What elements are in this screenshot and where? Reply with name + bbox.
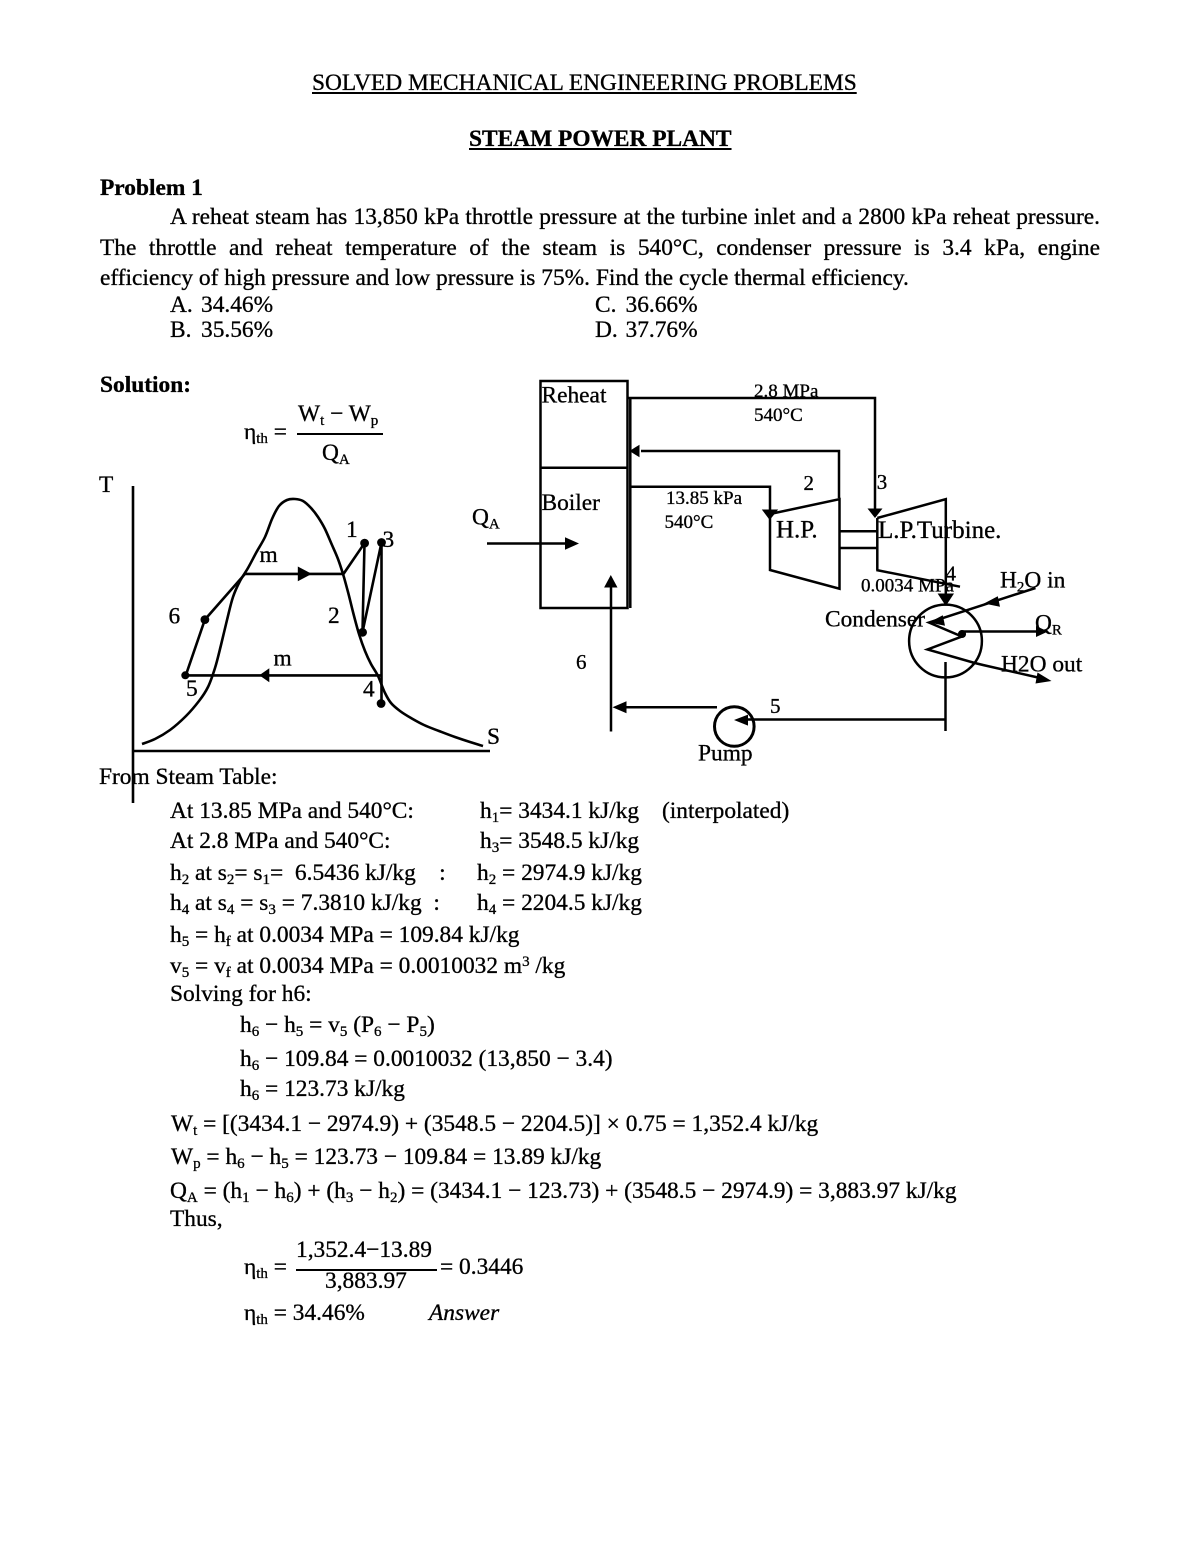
svg-text:6: 6 [576, 650, 587, 674]
svg-text:4: 4 [946, 562, 957, 586]
svg-text:540°C: 540°C [665, 512, 714, 533]
svg-text:Reheat: Reheat [542, 383, 607, 409]
svg-text:2: 2 [328, 603, 340, 629]
svg-text:QA: QA [472, 505, 500, 533]
svg-text:13.85 kPa: 13.85 kPa [666, 488, 743, 509]
svg-text:m: m [260, 542, 278, 568]
svg-text:H2O out: H2O out [1001, 652, 1083, 678]
svg-text:Boiler: Boiler [542, 490, 601, 516]
svg-text:2: 2 [804, 471, 815, 495]
svg-text:H.P.: H.P. [776, 517, 818, 544]
svg-text:3: 3 [383, 527, 395, 553]
svg-text:540°C: 540°C [754, 405, 803, 426]
svg-text:Pump: Pump [698, 741, 753, 767]
svg-text:1: 1 [346, 517, 358, 543]
svg-text:m: m [274, 646, 292, 672]
svg-text:S: S [487, 724, 500, 750]
svg-text:L.P.Turbine.: L.P.Turbine. [878, 517, 1001, 544]
svg-text:T: T [99, 472, 113, 498]
svg-text:Condenser: Condenser [825, 607, 925, 633]
svg-text:3: 3 [877, 470, 888, 494]
svg-text:5: 5 [186, 676, 198, 702]
svg-text:2.8 MPa: 2.8 MPa [754, 381, 819, 402]
svg-text:H2O in: H2O in [1000, 568, 1066, 596]
svg-text:4: 4 [363, 677, 375, 703]
svg-text:5: 5 [770, 694, 781, 718]
svg-text:6: 6 [169, 604, 181, 630]
svg-text:0.0034 MPa: 0.0034 MPa [861, 576, 954, 597]
svg-text:QR: QR [1035, 611, 1062, 639]
